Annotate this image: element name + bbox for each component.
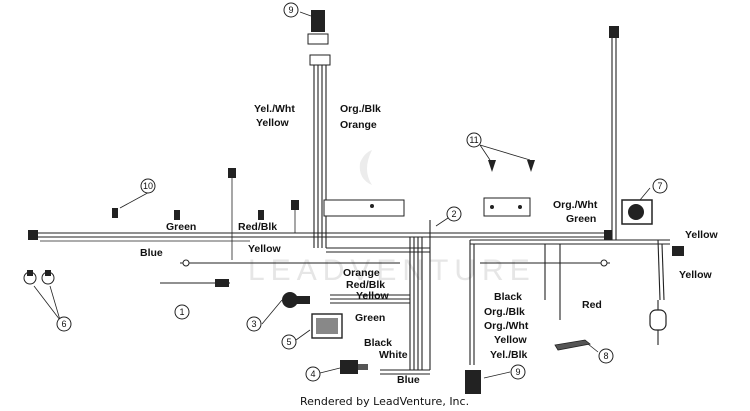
label-yel-blk-low: Yel./Blk (490, 349, 528, 361)
callout-8: 8 (598, 348, 614, 364)
right-harness (465, 26, 684, 394)
label-green-right: Green (566, 213, 596, 225)
label-yel-wht-top: Yel./Wht (254, 103, 295, 115)
component-5 (311, 313, 343, 339)
label-org-blk-top: Org./Blk (340, 103, 381, 115)
label-red-blk: Red/Blk (238, 221, 277, 233)
callout-2: 2 (446, 206, 462, 222)
callout-10: 10 (140, 178, 156, 194)
svg-text:1: 1 (179, 307, 184, 317)
wire-labels: Yel./Wht Yellow Org./Blk Orange Green Re… (140, 103, 719, 386)
callout-5: 5 (281, 334, 297, 350)
label-red-blk-mid: Red/Blk (346, 279, 385, 291)
watermark: LEADVENTURE (248, 150, 536, 287)
label-black-right: Black (494, 291, 522, 303)
component-11-clips (488, 160, 535, 172)
component-4 (340, 360, 368, 374)
label-white-mid: White (379, 349, 408, 361)
label-green-mid: Green (355, 312, 385, 324)
svg-text:9: 9 (515, 367, 520, 377)
svg-text:10: 10 (143, 181, 153, 191)
component-3 (282, 292, 310, 308)
watermark-text: LEADVENTURE (248, 254, 536, 287)
label-yellow-right1: Yellow (685, 229, 719, 241)
component-6-bulbs (23, 270, 55, 285)
svg-text:4: 4 (310, 369, 315, 379)
label-yellow-right2: Yellow (679, 269, 713, 281)
callout-3: 3 (246, 316, 262, 332)
label-green-left: Green (166, 221, 196, 233)
top-vertical-harness (307, 10, 331, 248)
svg-text:6: 6 (61, 319, 66, 329)
label-black-mid: Black (364, 337, 392, 349)
svg-text:3: 3 (251, 319, 256, 329)
callout-11: 11 (466, 132, 482, 148)
callout-leaders (33, 11, 651, 379)
svg-text:11: 11 (469, 135, 478, 145)
component-7 (621, 199, 653, 225)
callout-9-bottom: 9 (510, 364, 526, 380)
svg-text:2: 2 (451, 209, 456, 219)
callout-9-top: 9 (283, 2, 299, 18)
component-10-bulbs (112, 208, 264, 220)
label-blue-bottom: Blue (397, 374, 420, 386)
label-yellow-mid2: Yellow (356, 290, 390, 302)
label-yellow-top: Yellow (256, 117, 290, 129)
main-harness (28, 230, 612, 242)
label-orange-top: Orange (340, 119, 377, 131)
callout-7: 7 (652, 178, 668, 194)
callout-4: 4 (305, 366, 321, 382)
credit-text: Rendered by LeadVenture, Inc. (300, 395, 469, 408)
connector-9-top (311, 10, 325, 32)
svg-text:5: 5 (286, 337, 291, 347)
svg-text:8: 8 (603, 351, 608, 361)
label-yellow-mid: Yellow (248, 243, 282, 255)
central-harness (326, 220, 431, 375)
label-orange-mid: Orange (343, 267, 380, 279)
component-8 (554, 339, 591, 351)
label-yellow-low: Yellow (494, 334, 528, 346)
callout-6: 6 (56, 316, 72, 332)
svg-text:9: 9 (288, 5, 293, 15)
svg-text:7: 7 (657, 181, 662, 191)
label-blue-left: Blue (140, 247, 163, 259)
callout-1: 1 (174, 304, 190, 320)
label-org-wht-right: Org./Wht (553, 199, 598, 211)
label-org-blk-low: Org./Blk (484, 306, 525, 318)
label-org-wht-low: Org./Wht (484, 320, 529, 332)
mounting-plates (323, 197, 531, 217)
label-red-right: Red (582, 299, 602, 311)
